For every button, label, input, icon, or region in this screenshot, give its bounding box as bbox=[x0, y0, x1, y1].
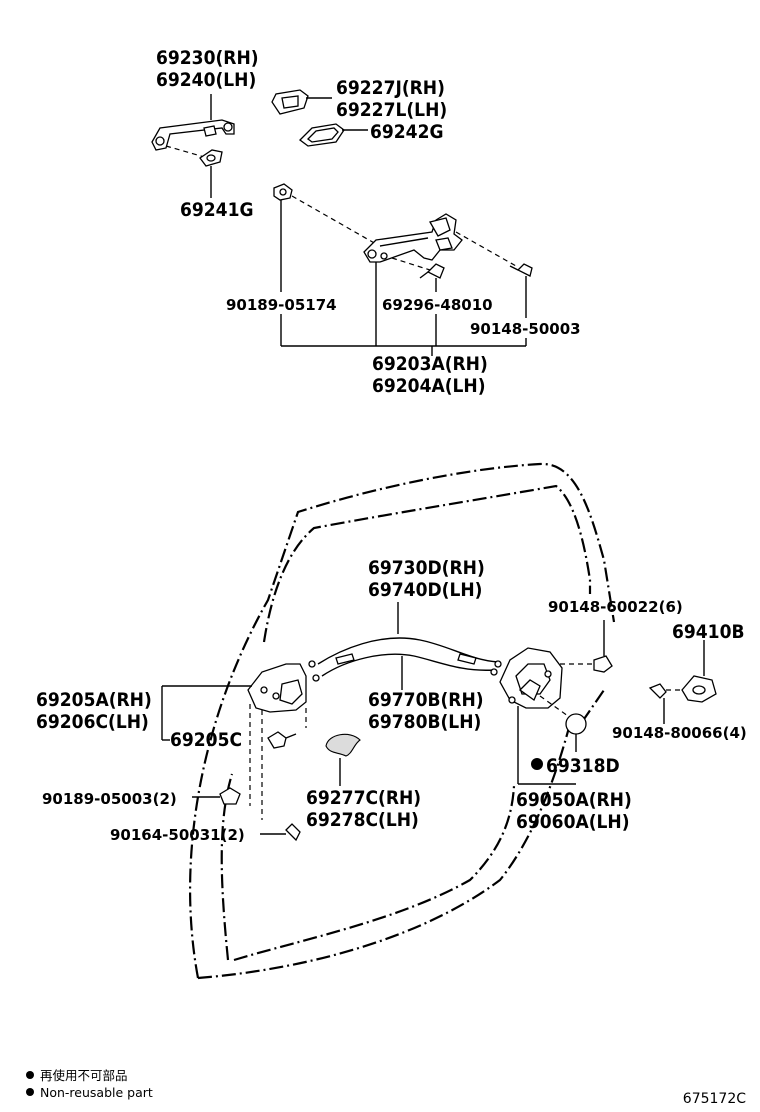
bullet-icon bbox=[26, 1071, 34, 1079]
door-lock-cables bbox=[308, 637, 502, 682]
label-69296-48010: 69296-48010 bbox=[382, 296, 493, 314]
screw-90148-60022 bbox=[560, 655, 613, 673]
door-striker-69410b bbox=[681, 640, 717, 703]
label-69730d-rh: 69730D(RH) bbox=[368, 557, 485, 579]
label-69277c-rh: 69277C(RH) bbox=[306, 787, 421, 809]
legend-non-reusable-en: Non-reusable part bbox=[26, 1085, 153, 1101]
spring-69296-48010 bbox=[419, 263, 445, 279]
label-90189-05003: 90189-05003(2) bbox=[42, 790, 177, 808]
door-lock-assembly bbox=[499, 647, 563, 709]
bullet-icon bbox=[26, 1088, 34, 1096]
inside-handle-cover bbox=[325, 733, 361, 757]
label-69242g: 69242G bbox=[370, 121, 444, 143]
label-69205a-rh: 69205A(RH) bbox=[36, 689, 152, 711]
inside-handle-bolt-69205c bbox=[267, 731, 297, 749]
label-69205c: 69205C bbox=[170, 729, 242, 751]
lock-cover-69318d bbox=[565, 713, 587, 735]
label-69204a-lh: 69204A(LH) bbox=[372, 375, 486, 397]
outside-door-handle bbox=[151, 119, 235, 151]
label-90148-50003: 90148-50003 bbox=[470, 320, 581, 338]
label-69050a-rh: 69050A(RH) bbox=[516, 789, 632, 811]
screw-90164-50031 bbox=[260, 823, 301, 842]
label-90164-50031: 90164-50031(2) bbox=[110, 826, 245, 844]
label-69227l-lh: 69227L(LH) bbox=[336, 99, 447, 121]
screw-90148-50003 bbox=[509, 263, 533, 277]
label-69740d-lh: 69740D(LH) bbox=[368, 579, 482, 601]
label-69410b: 69410B bbox=[672, 621, 745, 643]
label-69206c-lh: 69206C(LH) bbox=[36, 711, 149, 733]
clip-90189-05003 bbox=[192, 787, 241, 805]
figure-code: 675172C bbox=[682, 1091, 746, 1107]
handle-frame bbox=[363, 213, 463, 263]
label-69241g: 69241G bbox=[180, 199, 254, 221]
label-69240-lh: 69240(LH) bbox=[156, 69, 256, 91]
label-69318d: 69318D bbox=[546, 755, 620, 777]
label-90189-05174: 90189-05174 bbox=[226, 296, 337, 314]
screw-90148-80066 bbox=[648, 683, 682, 724]
bolt-90189-05174 bbox=[273, 183, 293, 201]
inside-door-handle bbox=[226, 663, 307, 713]
legend-non-reusable-jp: 再使用不可部品 bbox=[26, 1068, 128, 1084]
non-reusable-marker bbox=[531, 758, 543, 770]
label-69770b-rh: 69770B(RH) bbox=[368, 689, 484, 711]
label-90148-80066: 90148-80066(4) bbox=[612, 724, 747, 742]
label-69278c-lh: 69278C(LH) bbox=[306, 809, 419, 831]
label-69230-rh: 69230(RH) bbox=[156, 47, 259, 69]
label-90148-60022: 90148-60022(6) bbox=[548, 598, 683, 616]
label-69227j-rh: 69227J(RH) bbox=[336, 77, 445, 99]
label-69060a-lh: 69060A(LH) bbox=[516, 811, 630, 833]
label-69203a-rh: 69203A(RH) bbox=[372, 353, 488, 375]
label-69780b-lh: 69780B(LH) bbox=[368, 711, 481, 733]
